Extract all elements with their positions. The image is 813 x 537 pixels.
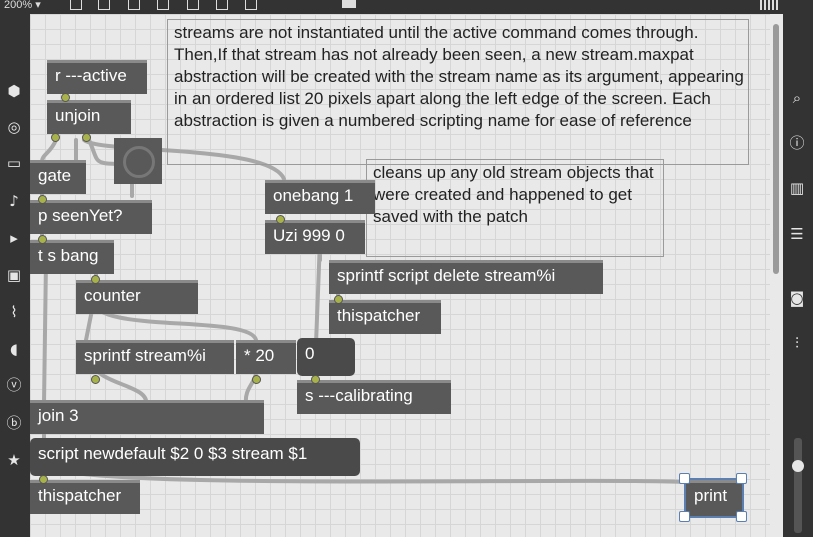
outlet-port[interactable] (82, 133, 91, 142)
zero-message-box[interactable]: 0 (297, 338, 355, 376)
outlet-port[interactable] (51, 133, 60, 142)
thispatcher-left-object[interactable]: thispatcher (30, 480, 140, 514)
outlet-port[interactable] (38, 235, 47, 244)
selection-handle[interactable] (736, 511, 747, 522)
sprintf-stream-object[interactable]: sprintf stream%i (76, 340, 234, 374)
star-icon[interactable]: ★ (7, 451, 21, 469)
print-object[interactable]: print (686, 480, 742, 516)
script-newdefault-message[interactable]: script newdefault $2 0 $3 stream $1 (30, 438, 360, 476)
left-sidebar: ⬢ ◎ ▭ ♪ ▸ ▣ ⌇ ◖ ⓥ ⓑ ★ (0, 14, 30, 537)
outlet-port[interactable] (91, 375, 100, 384)
right-sidebar: ⌕ ⓘ ▥ ☰ ◙ ⫶ (783, 14, 813, 537)
send-calibrating-object[interactable]: s ---calibrating (297, 380, 451, 414)
search-icon[interactable]: ⌕ (792, 89, 802, 107)
note-icon[interactable] (98, 0, 110, 10)
b-circle-icon[interactable]: ⓑ (6, 414, 22, 432)
patch-cord (314, 238, 322, 346)
vertical-scrollbar[interactable] (770, 14, 783, 537)
uzi-object[interactable]: Uzi 999 0 (265, 220, 365, 254)
outlet-port[interactable] (38, 195, 47, 204)
bang-button[interactable] (114, 138, 162, 184)
chevron-down-icon: ▾ (35, 0, 41, 11)
plug-icon[interactable]: ◖ (10, 340, 18, 358)
music-note-icon[interactable]: ♪ (9, 192, 19, 210)
counter-object[interactable]: counter (76, 280, 198, 314)
volume-slider[interactable] (792, 438, 804, 533)
target-icon[interactable]: ◎ (7, 118, 21, 136)
selection-handle[interactable] (679, 473, 690, 484)
patch-cord (82, 138, 286, 181)
mixer-icon[interactable]: ⫶ (795, 334, 799, 352)
comment-main: streams are not instantiated until the a… (167, 19, 749, 165)
patch-cord (40, 138, 58, 164)
sprintf-delete-object[interactable]: sprintf script delete stream%i (329, 260, 603, 294)
bang-circle-icon (123, 146, 155, 178)
volume-slider-knob[interactable] (792, 460, 804, 472)
refresh-icon[interactable] (274, 0, 286, 10)
top-toolbar: 200% ▾ (0, 0, 813, 14)
info-icon[interactable]: ⓘ (789, 134, 805, 152)
multiply-object[interactable]: * 20 (236, 340, 296, 374)
zoom-menu[interactable]: 200% ▾ (4, 0, 41, 11)
thispatcher-right-object[interactable]: thispatcher (329, 300, 441, 334)
selection-handle[interactable] (736, 473, 747, 484)
camera-icon[interactable]: ◙ (789, 289, 805, 307)
selection-handle[interactable] (679, 511, 690, 522)
close-box-icon[interactable] (157, 0, 169, 10)
p-seenyet-object[interactable]: p seenYet? (30, 200, 152, 234)
object-palette-icon[interactable] (342, 0, 356, 8)
message-icon[interactable] (128, 0, 140, 10)
join-object[interactable]: join 3 (30, 400, 264, 434)
selection-outline (684, 478, 744, 518)
outlet-port[interactable] (334, 295, 343, 304)
outlet-port[interactable] (276, 215, 285, 224)
patch-cord (42, 258, 48, 406)
window-icon[interactable] (70, 0, 82, 10)
outlet-port[interactable] (311, 375, 320, 384)
keyboard-icon[interactable]: ▭ (6, 154, 22, 172)
v-circle-icon[interactable]: ⓥ (6, 376, 22, 394)
unjoin-object[interactable]: unjoin (47, 100, 131, 134)
gate-object[interactable]: gate (30, 160, 86, 194)
outlet-port[interactable] (91, 275, 100, 284)
scroll-thumb[interactable] (773, 24, 779, 274)
onebang-object[interactable]: onebang 1 (265, 180, 375, 214)
outlet-port[interactable] (61, 93, 70, 102)
media-play-icon[interactable]: ▸ (10, 229, 18, 247)
list-icon[interactable]: ☰ (790, 225, 804, 243)
book-icon[interactable]: ▥ (789, 179, 805, 197)
paperclip-icon[interactable]: ⌇ (10, 303, 18, 321)
add-icon[interactable] (302, 0, 314, 10)
toggle-icon[interactable] (187, 0, 199, 10)
receive-active-object[interactable]: r ---active (47, 60, 147, 94)
outlet-port[interactable] (39, 475, 48, 484)
outlet-port[interactable] (252, 375, 261, 384)
trigger-object[interactable]: t s bang (30, 240, 114, 274)
zoom-level: 200% (4, 0, 33, 11)
grid-toggle-icon[interactable] (760, 0, 780, 10)
comment-cleanup: cleans up any old stream objects that we… (366, 159, 664, 257)
slider-icon[interactable] (216, 0, 228, 10)
dial-icon[interactable] (245, 0, 257, 10)
image-icon[interactable]: ▣ (6, 266, 22, 284)
patcher-canvas[interactable]: streams are not instantiated until the a… (30, 14, 770, 537)
package-icon[interactable]: ⬢ (7, 82, 21, 100)
